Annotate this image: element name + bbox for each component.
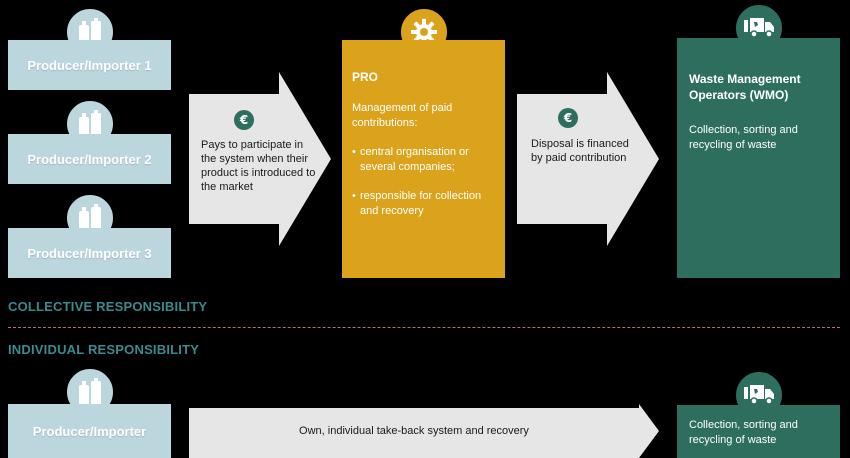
wmo-box: Waste Management Operators (WMO) Collect… xyxy=(677,38,840,278)
producer-importer-2-box: Producer/Importer 2 xyxy=(8,134,171,184)
producer-importer-box: Producer/Importer xyxy=(8,404,171,458)
pro-title: PRO xyxy=(352,70,379,84)
wmo-body: Collection, sorting and recycling of was… xyxy=(689,419,798,446)
producer-label: Producer/Importer 3 xyxy=(27,245,152,261)
individual-responsibility-label: INDIVIDUAL RESPONSIBILITY xyxy=(8,342,200,357)
euro-icon: € xyxy=(234,110,254,130)
disposal-arrow-text: Disposal is financed by paid contributio… xyxy=(531,138,629,164)
pro-box: PRO Management of paid contributions: • … xyxy=(342,40,505,278)
wmo-title: Waste Management Operators (WMO) xyxy=(689,72,801,102)
producer-label: Producer/Importer 1 xyxy=(27,57,152,73)
disposal-arrow xyxy=(517,72,659,246)
euro-icon: € xyxy=(558,108,578,128)
pro-intro: Management of paid contributions: xyxy=(352,102,453,129)
producer-importer-3-box: Producer/Importer 3 xyxy=(8,228,171,278)
wmo-body: Collection, sorting and recycling of was… xyxy=(689,124,798,151)
section-divider xyxy=(8,327,840,328)
collective-responsibility-label: COLLECTIVE RESPONSIBILITY xyxy=(8,299,208,314)
pro-bullet: • central organisation or several compan… xyxy=(352,146,469,173)
take-back-arrow-text: Own, individual take-back system and rec… xyxy=(299,425,529,437)
pro-bullet: • responsible for collection and recover… xyxy=(352,190,482,217)
take-back-arrow xyxy=(189,404,659,458)
producer-label: Producer/Importer xyxy=(32,423,147,439)
payment-arrow-text: Pays to participate in the system when t… xyxy=(201,139,316,193)
producer-importer-1-box: Producer/Importer 1 xyxy=(8,40,171,90)
payment-arrow xyxy=(189,72,331,246)
producer-label: Producer/Importer 2 xyxy=(27,151,152,167)
wmo-small-box: Collection, sorting and recycling of was… xyxy=(677,405,840,458)
